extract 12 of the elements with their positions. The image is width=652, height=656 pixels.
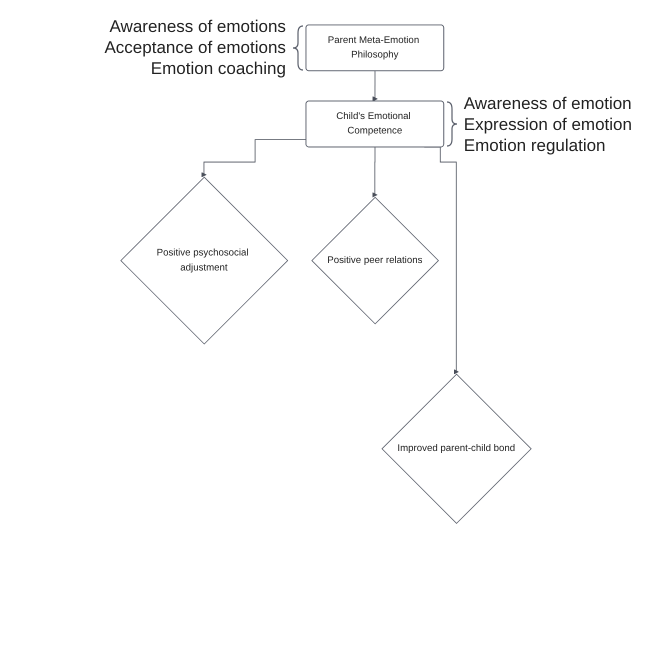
node-diamond — [120, 176, 288, 345]
arrow — [372, 146, 378, 198]
arrow — [372, 70, 378, 102]
annotation-text: Emotion coaching — [150, 58, 286, 80]
annotation-text: Awareness of emotion — [464, 92, 632, 114]
annotation-text: Expression of emotion — [464, 114, 632, 134]
annotation-text: Awareness of emotions — [108, 16, 286, 38]
node-diamond — [381, 374, 532, 524]
annotation-text: Acceptance of emotions — [104, 37, 286, 58]
annotation-text: Emotion regulation — [464, 134, 607, 156]
arrow — [201, 139, 307, 178]
node-diamond — [311, 196, 439, 324]
